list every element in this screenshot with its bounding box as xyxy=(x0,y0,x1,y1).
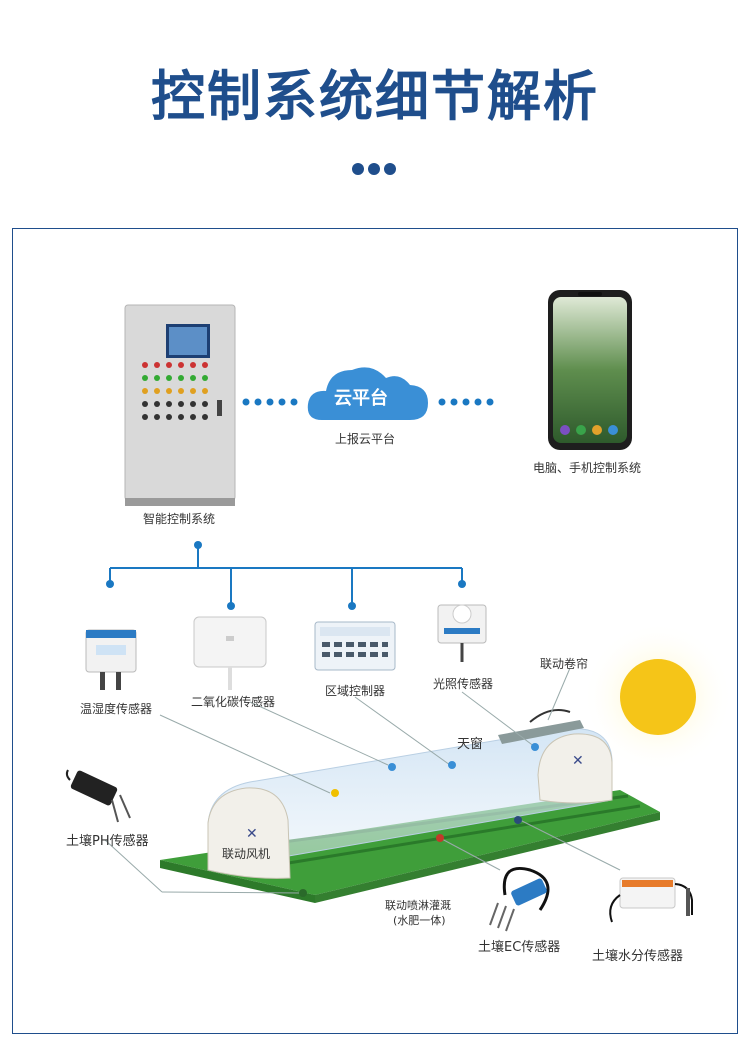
sensor-tree-nodes xyxy=(106,541,466,610)
cabinet-cloud-dots xyxy=(242,398,298,406)
phone-label: 电脑、手机控制系统 xyxy=(533,461,642,475)
soil-ph-sensor-label: 土壤PH传感器 xyxy=(66,834,149,849)
cabinet-label: 智能控制系统 xyxy=(143,512,216,526)
page-title: 控制系统细节解析 xyxy=(151,65,599,128)
light-sensor xyxy=(437,604,487,662)
svg-text:✕: ✕ xyxy=(246,826,258,842)
svg-text:✕: ✕ xyxy=(572,753,584,769)
cloud-caption: 上报云平台 xyxy=(335,432,396,446)
co2-sensor-label: 二氧化碳传感器 xyxy=(191,695,276,709)
soil-ec-sensor xyxy=(489,867,550,932)
cloud-icon xyxy=(307,367,428,420)
cloud-phone-dots xyxy=(438,398,494,406)
zone-controller xyxy=(314,621,396,671)
skylight-label: 天窗 xyxy=(457,737,484,752)
co2-sensor xyxy=(193,616,267,690)
humidity-sensor-label: 温湿度传感器 xyxy=(80,702,153,716)
soil-ph-sensor xyxy=(65,769,131,823)
diagram-frame xyxy=(12,228,738,1034)
sensor-tree-lines xyxy=(109,545,463,605)
greenhouse-tunnel: ✕ ✕ xyxy=(207,709,613,879)
zone-controller-label: 区域控制器 xyxy=(325,684,386,698)
callout-lines xyxy=(104,667,621,894)
soil-moisture-sensor-label: 土壤水分传感器 xyxy=(592,949,684,964)
soil-moisture-sensor xyxy=(609,877,693,923)
light-sensor-label: 光照传感器 xyxy=(433,677,494,691)
decorative-dots xyxy=(352,160,412,175)
control-cabinet xyxy=(124,304,236,506)
irrigation-sublabel: (水肥一体) xyxy=(393,914,446,927)
cloud-title: 云平台 xyxy=(334,388,388,409)
soil-ec-sensor-label: 土壤EC传感器 xyxy=(478,940,561,955)
smartphone xyxy=(548,290,632,450)
fan-label: 联动风机 xyxy=(222,847,271,861)
callout-dots xyxy=(299,743,539,897)
irrigation-label: 联动喷淋灌溉 xyxy=(385,899,451,912)
curtain-label: 联动卷帘 xyxy=(540,657,589,671)
humidity-sensor xyxy=(85,629,137,690)
sun-icon xyxy=(583,622,733,772)
